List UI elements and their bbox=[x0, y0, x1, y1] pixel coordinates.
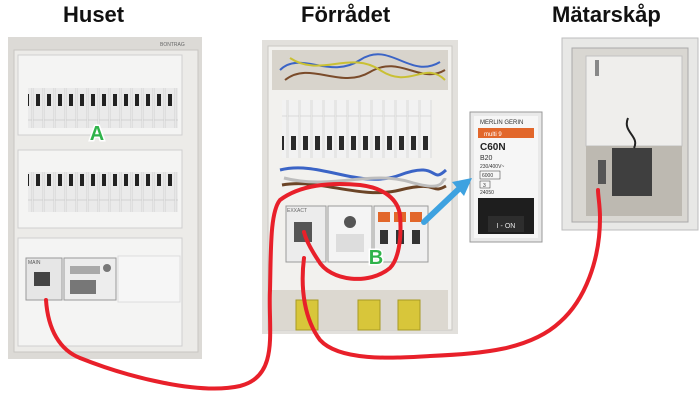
main-breaker-label: MAIN bbox=[28, 260, 41, 266]
closeup-class: 3 bbox=[483, 183, 486, 189]
breaker-row-top bbox=[28, 88, 178, 128]
closeup-rating: B20 bbox=[480, 155, 493, 162]
main-breaker: MAIN bbox=[25, 257, 117, 301]
red-wire-storage-to-meter bbox=[300, 188, 603, 360]
marker-b: B bbox=[369, 247, 383, 269]
breaker-row-upper bbox=[282, 100, 432, 158]
closeup-model: C60N bbox=[480, 142, 506, 153]
house-title: Huset bbox=[63, 2, 125, 27]
closeup-voltage: 230/400V~ bbox=[480, 164, 504, 170]
red-wire-house-to-storage bbox=[44, 181, 403, 391]
breaker-row-middle bbox=[28, 172, 178, 212]
marker-a: A bbox=[90, 123, 104, 145]
meter-cabinet bbox=[561, 37, 699, 231]
arrow-to-closeup bbox=[421, 178, 472, 225]
house-panel: BONTRAG MAIN A bbox=[8, 37, 202, 359]
svg-text:EXXACT: EXXACT bbox=[287, 208, 307, 214]
closeup-switch-text: I - ON bbox=[497, 223, 516, 230]
house-panel-brand: BONTRAG bbox=[160, 42, 185, 48]
storage-title: Förrådet bbox=[301, 2, 391, 27]
closeup-code: 24050 bbox=[480, 190, 494, 196]
closeup-capacity: 6000 bbox=[482, 173, 493, 179]
breaker-closeup: MERLIN GERIN multi 9 C60N B20 230/400V~ … bbox=[469, 111, 543, 243]
meter-cabinet-title: Mätarskåp bbox=[552, 2, 661, 27]
closeup-series: multi 9 bbox=[484, 132, 502, 138]
closeup-brand: MERLIN GERIN bbox=[480, 120, 523, 126]
